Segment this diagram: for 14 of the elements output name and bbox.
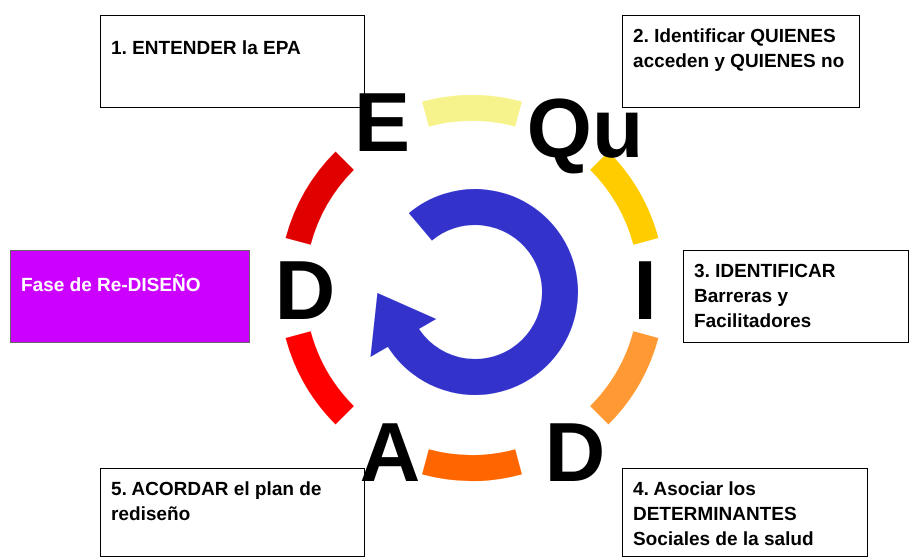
step-text: 2. Identificar QUIENES acceden y QUIENES no: [633, 25, 846, 74]
phase-letter: A: [360, 410, 420, 494]
step-text: Fase de Re-DISEÑO: [21, 273, 202, 298]
step-box: [683, 250, 909, 343]
phase-letter: E: [354, 80, 410, 164]
step-text: 3. IDENTIFICAR Barreras y Facilitadores: [694, 260, 836, 334]
phase-letter: D: [274, 248, 336, 332]
phase-box: [10, 250, 250, 343]
phase-letter: D: [544, 410, 606, 494]
phase-letter: I: [633, 248, 657, 332]
step-text: 4. Asociar los DETERMINANTES Sociales de la salud: [633, 478, 815, 552]
step-text: 5. ACORDAR el plan de rediseño: [111, 478, 322, 527]
step-box: [622, 468, 868, 557]
step-text: 1. ENTENDER la EPA: [111, 37, 302, 61]
